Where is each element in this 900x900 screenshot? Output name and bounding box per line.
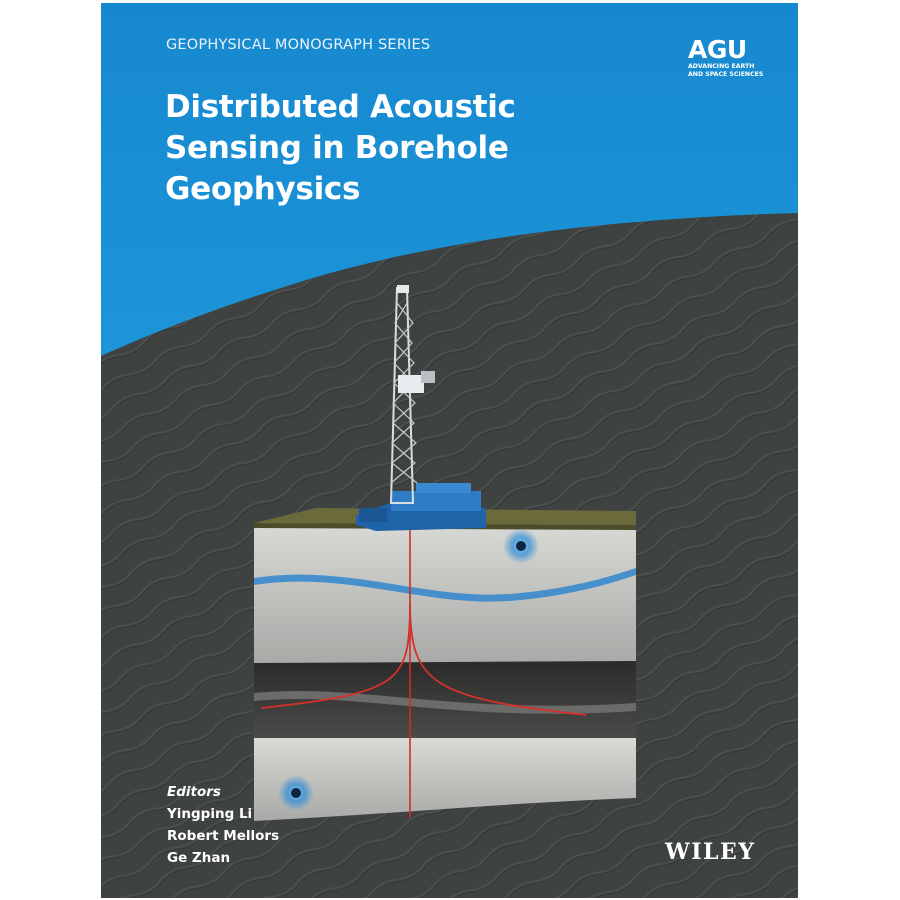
borehole-fiber-icon <box>260 523 587 818</box>
agu-tagline: ADVANCING EARTH AND SPACE SCIENCES <box>688 63 766 79</box>
rock-block <box>254 508 636 821</box>
agu-logo-wordmark: AGU <box>688 35 747 64</box>
agu-tagline-line: AND SPACE SCIENCES <box>688 71 764 78</box>
title-line: Geophysics <box>165 171 361 207</box>
agu-tagline-line: ADVANCING EARTH <box>688 63 755 70</box>
editors-label: Editors <box>167 784 221 800</box>
agu-logo: AGU ADVANCING EARTH AND SPACE SCIENCES <box>688 37 766 79</box>
editors-block: Editors Yingping Li Robert Mellors Ge Zh… <box>167 781 279 869</box>
borehole-illustration <box>254 285 636 821</box>
editor-name: Yingping Li <box>167 806 253 822</box>
book-cover: GEOPHYSICAL MONOGRAPH SERIES Distributed… <box>101 3 798 898</box>
editor-name: Robert Mellors <box>167 828 280 844</box>
series-name: GEOPHYSICAL MONOGRAPH SERIES <box>166 37 431 53</box>
editor-name: Ge Zhan <box>167 850 231 866</box>
wiley-logo: WILEY <box>665 839 756 865</box>
book-title: Distributed Acoustic Sensing in Borehole… <box>165 87 516 210</box>
title-line: Sensing in Borehole <box>165 130 509 166</box>
title-line: Distributed Acoustic <box>165 89 516 125</box>
drilling-rig-icon <box>356 285 486 531</box>
